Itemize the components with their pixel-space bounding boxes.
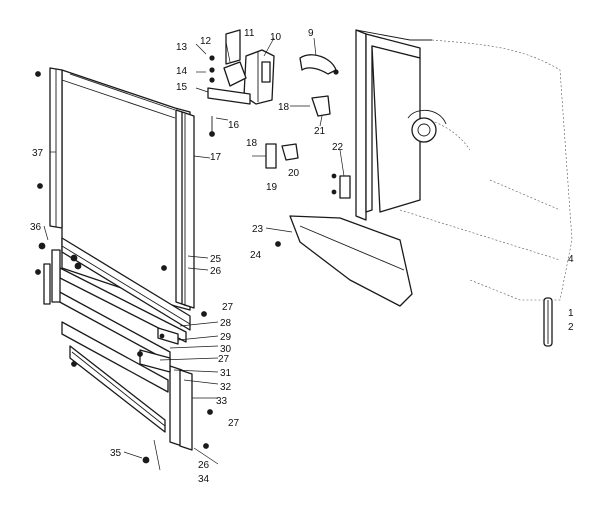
callout-11: 11 <box>244 28 255 39</box>
callout-31: 31 <box>220 368 232 379</box>
callout-10: 10 <box>270 32 282 43</box>
door-bottom-rail <box>61 237 191 331</box>
callout-20: 20 <box>288 168 300 179</box>
callout-34: 34 <box>198 474 210 485</box>
callout-32: 32 <box>220 382 232 393</box>
callout-9: 9 <box>308 28 314 39</box>
screw-icon <box>207 409 213 415</box>
callout-14: 14 <box>176 66 188 77</box>
callout-22: 22 <box>332 142 344 153</box>
callout-26b: 26 <box>198 460 210 471</box>
callout-13: 13 <box>176 42 188 53</box>
door-stop-post <box>51 249 61 303</box>
door-panel <box>61 69 191 311</box>
screw-icon <box>137 351 143 357</box>
door-latch-plate <box>157 327 179 345</box>
door-base-strip <box>61 321 169 393</box>
callout-27b: 27 <box>218 354 230 365</box>
latch-plate <box>223 61 247 87</box>
screw-icon <box>142 456 150 464</box>
callout-33: 33 <box>216 396 228 407</box>
door-panel-assembly <box>35 67 213 464</box>
door-base-rail <box>69 345 166 433</box>
door-side-channel-outer <box>181 111 195 309</box>
screw-icon <box>209 55 215 61</box>
screw-icon <box>38 242 46 250</box>
screw-icon <box>37 183 43 189</box>
cabinet-strike-plate <box>339 175 351 199</box>
screw-icon <box>70 254 78 262</box>
callout-36: 36 <box>30 222 42 233</box>
screw-icon <box>331 173 337 179</box>
callout-35: 35 <box>110 448 122 459</box>
callout-19: 19 <box>266 182 278 193</box>
cabinet-outline <box>431 39 573 301</box>
callout-27c: 27 <box>228 418 240 429</box>
screw-icon <box>209 131 215 137</box>
screw-icon <box>71 361 77 367</box>
screw-icon <box>209 77 215 83</box>
screw-icon <box>209 67 215 73</box>
callout-28: 28 <box>220 318 232 329</box>
latch-clip <box>311 95 331 117</box>
catch-spring <box>281 143 299 161</box>
callout-labels: 9 10 11 12 13 14 15 16 17 18 18 19 20 21… <box>30 28 574 485</box>
door-hinge-bracket <box>139 349 171 373</box>
callout-23: 23 <box>252 224 264 235</box>
callout-4: 4 <box>568 254 574 265</box>
tub-hinge-hub <box>411 117 437 143</box>
screw-icon <box>275 241 281 247</box>
callout-18: 18 <box>278 102 290 113</box>
screw-icon <box>161 265 167 271</box>
cabinet-front-frame <box>355 29 367 221</box>
screw-icon <box>35 71 41 77</box>
screw-icon <box>333 69 339 75</box>
door-seal <box>289 215 413 307</box>
callout-25: 25 <box>210 254 222 265</box>
callout-37: 37 <box>32 148 44 159</box>
latch-tab <box>261 61 271 83</box>
hinge-latch-assembly <box>207 29 339 169</box>
screw-icon <box>159 333 165 339</box>
callout-30: 30 <box>220 344 232 355</box>
callout-29: 29 <box>220 332 232 343</box>
door-stop-post-2 <box>43 263 51 305</box>
leader-lines <box>43 37 345 471</box>
latch-cam <box>299 54 337 75</box>
screw-icon <box>331 189 337 195</box>
screw-icon <box>201 311 207 317</box>
callout-2: 2 <box>568 322 574 333</box>
screw-icon <box>203 443 209 449</box>
cabinet-tub <box>331 29 573 347</box>
hinge-bracket <box>225 29 241 65</box>
callout-16: 16 <box>228 120 240 131</box>
callout-17: 17 <box>210 152 222 163</box>
bottom-seal-strip <box>275 215 413 307</box>
catch-block <box>265 143 277 169</box>
callout-26: 26 <box>210 266 222 277</box>
latch-arm <box>207 87 251 105</box>
callout-27: 27 <box>222 302 234 313</box>
callout-18b: 18 <box>246 138 258 149</box>
callout-12: 12 <box>200 36 212 47</box>
callout-15: 15 <box>176 82 188 93</box>
screw-icon <box>74 262 82 270</box>
callout-1: 1 <box>568 308 574 319</box>
callout-21: 21 <box>314 126 326 137</box>
cabinet-side-wall <box>371 45 421 213</box>
callout-24: 24 <box>250 250 262 261</box>
door-lower-vertical-channel-2 <box>179 369 193 451</box>
screw-icon <box>35 269 41 275</box>
